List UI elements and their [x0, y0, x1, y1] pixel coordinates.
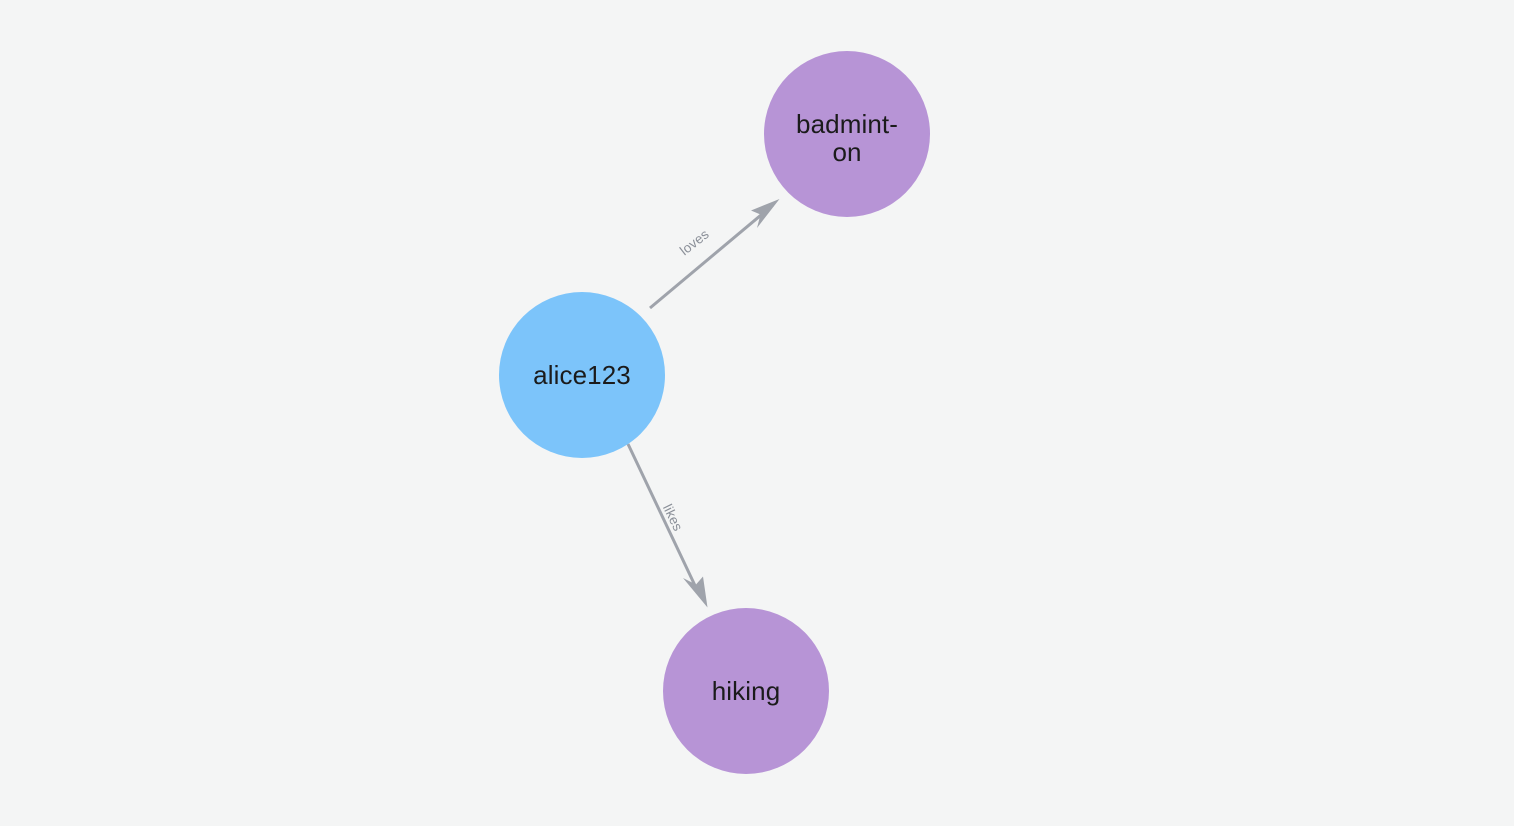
edge-alice123-likes-hiking[interactable]: likes: [626, 443, 708, 608]
node-circle-alice123[interactable]: [499, 292, 665, 458]
nodes-layer: alice123 badmint- on hiking: [499, 51, 930, 774]
edge-line-likes[interactable]: [626, 443, 701, 595]
node-circle-hiking[interactable]: [663, 608, 829, 774]
node-badminton[interactable]: badmint- on: [764, 51, 930, 217]
edge-line-loves[interactable]: [649, 203, 774, 310]
edge-arrowhead-likes: [683, 576, 708, 608]
node-hiking[interactable]: hiking: [663, 608, 829, 774]
node-circle-badminton[interactable]: [764, 51, 930, 217]
edge-label-loves: loves: [677, 226, 712, 258]
node-alice123[interactable]: alice123: [499, 292, 665, 458]
edge-arrowhead-loves: [751, 199, 780, 228]
edge-alice123-loves-badminton[interactable]: loves: [649, 199, 780, 310]
